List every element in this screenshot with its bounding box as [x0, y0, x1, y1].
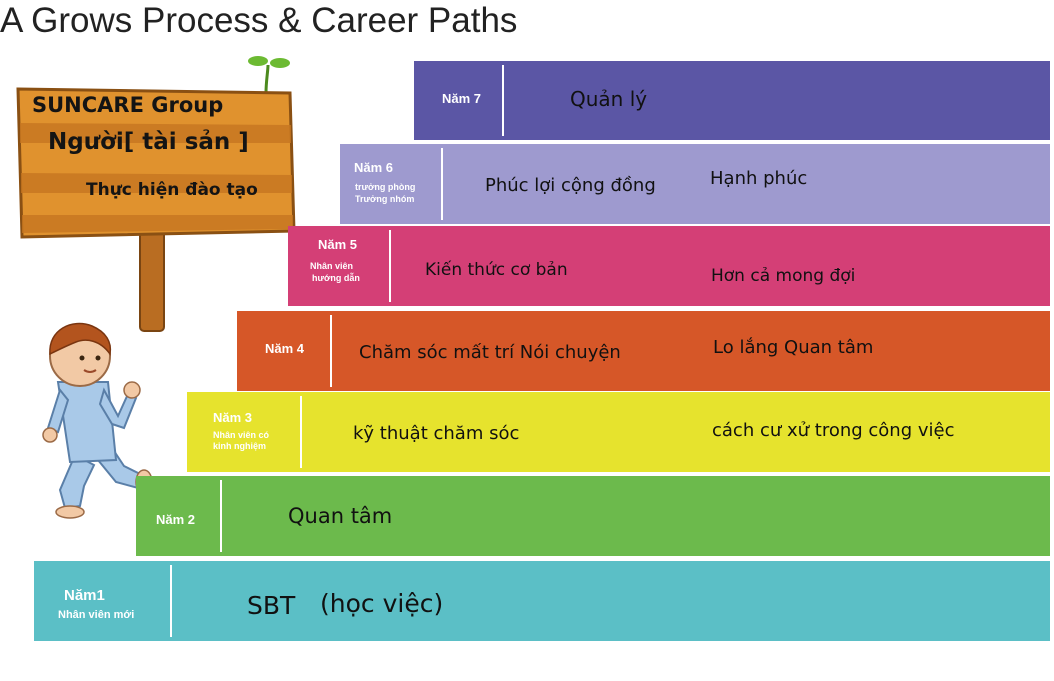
- step-year: Năm 5: [318, 237, 358, 252]
- step-text-2: cách cư xử trong công việc: [712, 420, 955, 441]
- step-text-1: Quản lý: [570, 87, 648, 111]
- step-divider: [330, 315, 332, 387]
- page-title: A Grows Process & Career Paths: [0, 1, 518, 40]
- step-role-2: hướng dẫn: [312, 273, 360, 283]
- step-year: Năm 4: [265, 341, 305, 356]
- step-text-1: Quan tâm: [288, 504, 393, 528]
- step-role-1: Nhân viên: [310, 261, 354, 271]
- step-text-2: Hơn cả mong đợi: [711, 266, 856, 286]
- career-step-2: Năm 2 Quan tâm: [136, 476, 1050, 556]
- step-text-2: Hạnh phúc: [710, 168, 808, 189]
- step-divider: [441, 148, 443, 220]
- career-step-3: Năm 3 Nhân viên có kinh nghiệm kỹ thuật …: [187, 392, 1050, 472]
- step-text-2: Lo lắng Quan tâm: [713, 337, 874, 358]
- step-text-1: SBT: [247, 591, 296, 620]
- step-text-1: kỹ thuật chăm sóc: [353, 423, 520, 444]
- career-step-6: Năm 6 trưởng phòng Trưởng nhóm Phúc lợi …: [340, 144, 1050, 224]
- step-text-2: (học việc): [320, 589, 444, 618]
- step-role-1: Nhân viên có: [213, 430, 270, 440]
- step-year: Năm 3: [213, 410, 253, 425]
- career-step-4: Năm 4 Chăm sóc mất trí Nói chuyện Lo lắn…: [237, 311, 1050, 391]
- step-year: Năm 7: [442, 91, 482, 106]
- step-role-1: trưởng phòng: [355, 182, 416, 192]
- career-step-5: Năm 5 Nhân viên hướng dẫn Kiến thức cơ b…: [288, 226, 1050, 306]
- sign-line-1: SUNCARE Group: [32, 93, 224, 117]
- signboard-graphic: [16, 56, 296, 332]
- step-divider: [300, 396, 302, 468]
- step-text-1: Kiến thức cơ bản: [425, 260, 568, 280]
- signboard: SUNCARE Group Người[ tài sản ] Thực hiện…: [0, 55, 310, 345]
- career-step-7: Năm 7 Quản lý: [414, 61, 1050, 140]
- step-role-1: Nhân viên mới: [58, 609, 135, 621]
- sign-line-3: Thực hiện đào tạo: [86, 180, 258, 200]
- step-role-2: Trưởng nhóm: [355, 194, 415, 204]
- step-divider: [220, 480, 222, 552]
- step-divider: [502, 65, 504, 136]
- step-divider: [389, 230, 391, 302]
- sign-line-2: Người[ tài sản ]: [48, 129, 249, 155]
- step-text-1: Phúc lợi cộng đồng: [485, 175, 656, 196]
- step-role-2: kinh nghiệm: [213, 441, 267, 451]
- step-divider: [170, 565, 172, 637]
- step-year: Năm 2: [156, 512, 196, 527]
- step-year: Năm 6: [354, 160, 394, 175]
- step-year: Năm1: [64, 587, 105, 604]
- step-text-1: Chăm sóc mất trí Nói chuyện: [359, 342, 621, 363]
- career-step-1: Năm1 Nhân viên mới SBT (học việc): [34, 561, 1050, 641]
